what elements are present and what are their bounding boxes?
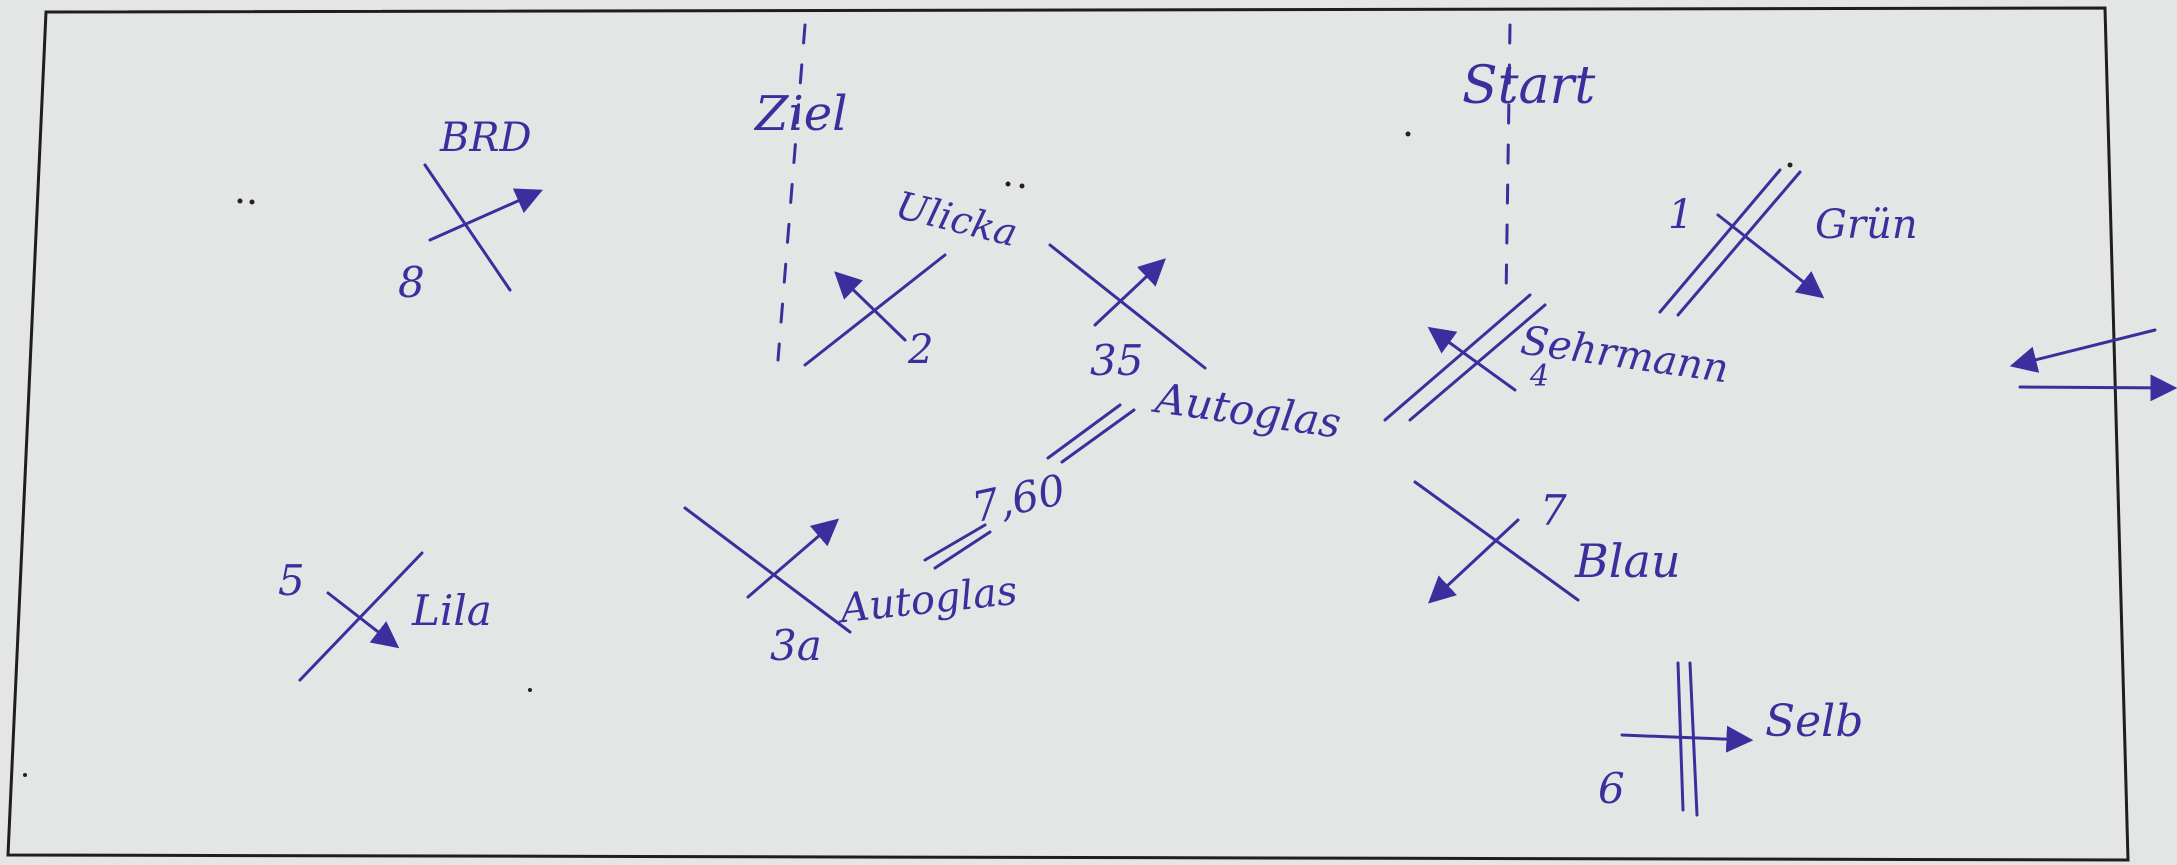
stray-dot <box>23 773 27 777</box>
label-number-5: 5 <box>278 556 305 605</box>
label-blau: Blau <box>1575 534 1681 588</box>
position-35-arrow <box>1093 258 1166 327</box>
position-4-line-a <box>1383 293 1532 422</box>
label-selb: Selb <box>1765 696 1864 747</box>
position-2-arrow <box>834 271 907 342</box>
position-8-arrow <box>428 188 543 242</box>
position-5-line <box>298 551 424 682</box>
stray-dot <box>237 198 243 204</box>
position-6-arrow <box>1620 725 1754 753</box>
position-5-arrow <box>326 591 400 649</box>
distance-line-b <box>1060 408 1136 464</box>
paper-frame <box>6 6 2130 862</box>
distance-line-d <box>933 530 992 570</box>
distance-line-a <box>1046 403 1122 460</box>
edge-arrow-left <box>2009 328 2157 373</box>
start-dashed-line <box>1504 23 1512 302</box>
label-brd: BRD <box>440 115 532 161</box>
label-number-1: 1 <box>1668 192 1694 238</box>
position-3a-line <box>683 506 852 634</box>
label-number-3a: 3a <box>770 621 822 670</box>
edge-arrow-right <box>2018 374 2177 402</box>
label-number-4: 4 <box>1530 359 1550 394</box>
label-start: Start <box>1462 56 1596 116</box>
position-1-line-a <box>1658 168 1782 314</box>
label-number-7: 7 <box>1540 486 1567 535</box>
label-number-35: 35 <box>1090 336 1144 385</box>
stray-dot <box>249 199 255 205</box>
position-8-line <box>423 163 512 292</box>
label-number-2: 2 <box>908 327 934 373</box>
stray-dot <box>1405 131 1411 137</box>
label-lila: Lila <box>412 586 492 635</box>
position-35-line <box>1048 243 1207 370</box>
position-1-arrow <box>1716 213 1825 299</box>
label-number-6: 6 <box>1598 764 1625 813</box>
stray-dot <box>528 688 532 692</box>
label-number-8: 8 <box>398 258 425 307</box>
label-ziel: Ziel <box>755 86 848 142</box>
position-4-arrow <box>1427 326 1517 392</box>
ziel-dashed-line <box>776 23 807 362</box>
stray-dot <box>1787 162 1793 168</box>
position-1-line-b <box>1676 170 1802 317</box>
stray-dot <box>1005 181 1011 187</box>
stray-dot <box>1019 183 1025 189</box>
distance-line-c <box>923 523 987 562</box>
position-7-arrow <box>1428 518 1520 604</box>
label-gruen: Grün <box>1815 202 1918 248</box>
position-3a-arrow <box>746 518 840 599</box>
